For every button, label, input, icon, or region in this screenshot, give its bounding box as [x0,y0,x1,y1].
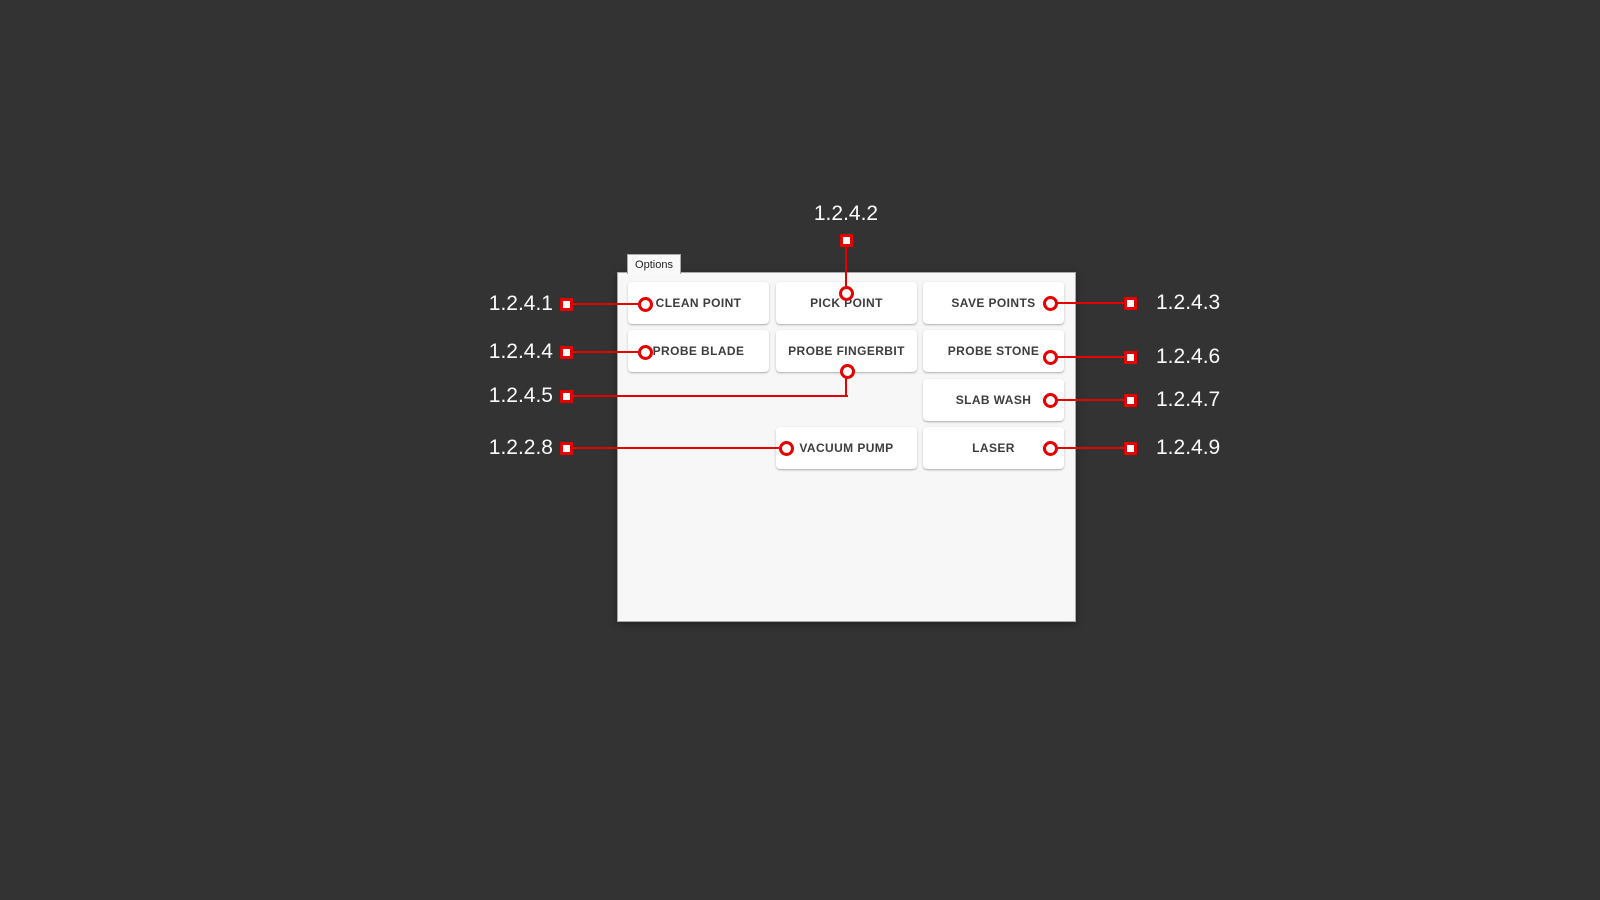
annotation-line-1-2-4-5-horizontal [572,395,848,397]
tab-options-label: Options [635,258,673,271]
annotation-label-1-2-4-9: 1.2.4.9 [1156,436,1221,459]
annotation-line-1-2-4-2 [845,246,847,286]
slab-wash-button[interactable]: SLAB WASH [923,379,1064,421]
laser-button[interactable]: LASER [923,427,1064,469]
tab-options[interactable]: Options [627,254,681,274]
annotation-circle-slab-wash [1042,392,1058,408]
annotation-label-1-2-4-2: 1.2.4.2 [813,202,879,225]
vacuum-pump-button[interactable]: VACUUM PUMP [776,427,917,469]
annotation-label-1-2-4-5: 1.2.4.5 [488,384,553,407]
annotation-line-1-2-4-1 [572,303,638,305]
annotation-square-1-2-4-4 [559,345,573,359]
annotation-label-1-2-4-7: 1.2.4.7 [1156,388,1221,411]
annotation-line-1-2-4-3 [1057,302,1124,304]
annotation-label-1-2-4-6: 1.2.4.6 [1156,345,1221,368]
annotation-line-1-2-4-4 [572,351,638,353]
annotation-square-1-2-4-6 [1123,350,1137,364]
annotation-circle-vacuum-pump [778,440,794,456]
annotation-label-1-2-4-3: 1.2.4.3 [1156,291,1221,314]
annotation-circle-clean-point [637,296,653,312]
annotation-line-1-2-4-5-vertical [845,377,847,397]
annotation-circle-pick-point [838,285,854,301]
annotation-square-1-2-4-3 [1123,296,1137,310]
annotation-circle-laser [1042,440,1058,456]
annotation-circle-probe-stone [1042,349,1058,365]
annotation-circle-probe-blade [637,344,653,360]
annotation-square-1-2-4-9 [1123,441,1137,455]
annotation-square-1-2-4-7 [1123,393,1137,407]
annotation-line-1-2-4-7 [1057,399,1124,401]
annotation-label-1-2-4-1: 1.2.4.1 [488,292,553,315]
save-points-button[interactable]: SAVE POINTS [923,282,1064,324]
annotation-label-1-2-4-4: 1.2.4.4 [488,340,553,363]
annotation-line-1-2-4-9 [1057,447,1124,449]
annotation-square-1-2-4-2 [839,233,853,247]
annotation-line-1-2-2-8 [572,447,779,449]
annotation-circle-probe-fingerbit [839,363,855,379]
annotation-square-1-2-4-5 [559,389,573,403]
annotation-square-1-2-2-8 [559,441,573,455]
annotation-line-1-2-4-6 [1057,356,1124,358]
probe-stone-button[interactable]: PROBE STONE [923,330,1064,372]
annotation-circle-save-points [1042,295,1058,311]
annotation-square-1-2-4-1 [559,297,573,311]
annotation-label-1-2-2-8: 1.2.2.8 [488,436,553,459]
